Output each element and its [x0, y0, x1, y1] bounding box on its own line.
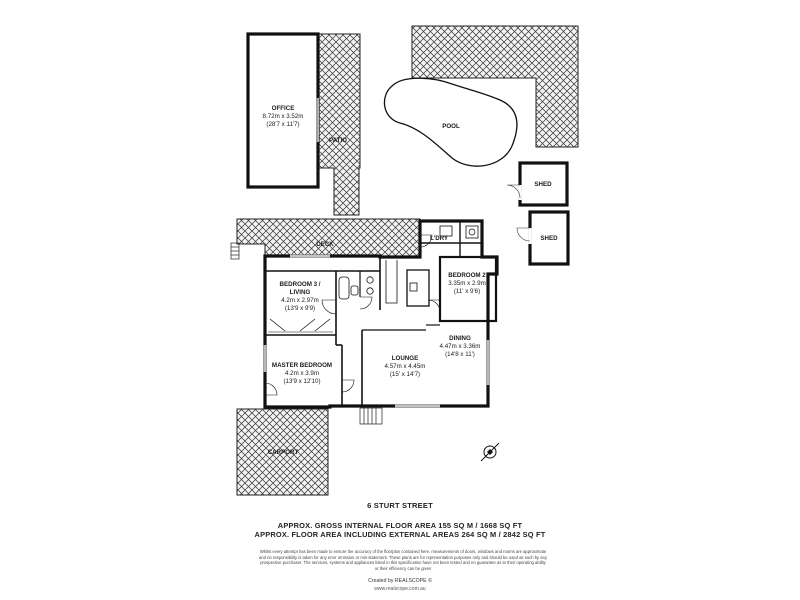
shed-2	[528, 210, 570, 266]
bedroom-2-imperial: (11' x 9'6)	[454, 288, 480, 295]
bedroom-3-label-line2: LIVING	[290, 289, 311, 296]
sheds	[506, 161, 570, 266]
pool-label: POOL	[442, 123, 460, 130]
office-label: OFFICE	[272, 105, 295, 112]
lounge-label: LOUNGE	[392, 355, 418, 362]
dining-imperial: (14'8 x 11')	[445, 351, 475, 358]
dining-metric: 4.47m x 3.36m	[440, 343, 481, 350]
laundry-label: L'DRY	[430, 235, 449, 242]
house	[263, 219, 499, 409]
patio-label: PATIO	[329, 137, 347, 144]
office-metric: 8.72m x 3.52m	[263, 113, 304, 120]
bedroom-2-label: BEDROOM 2	[448, 272, 486, 279]
compass-north-icon	[480, 442, 500, 462]
front-steps	[359, 407, 383, 425]
gross-floor-area: APPROX. GROSS INTERNAL FLOOR AREA 155 SQ…	[277, 521, 523, 530]
bedroom-3-label: BEDROOM 3 /	[280, 281, 321, 288]
carport-area	[236, 408, 329, 496]
disclaimer: Whilst every attempt has been made to en…	[258, 549, 548, 571]
bedroom-3-imperial: (13'9 x 9'9)	[285, 305, 315, 312]
office-room	[246, 32, 320, 189]
office-imperial: (28'7 x 11'7)	[266, 121, 299, 128]
master-bedroom-label: MASTER BEDROOM	[272, 362, 332, 369]
dining-label: DINING	[449, 335, 471, 342]
carport-label: CARPORT	[268, 449, 299, 456]
deck-steps	[230, 242, 240, 260]
master-bedroom-imperial: (13'9 x 12'10)	[283, 378, 320, 385]
shed-1-label: SHED	[534, 181, 552, 188]
credit-url: www.realscope.com.au	[374, 586, 426, 592]
deck-area	[236, 218, 421, 258]
property-address: 6 STURT STREET	[367, 501, 433, 510]
lounge-imperial: (15' x 14'7)	[390, 371, 420, 378]
pool	[383, 77, 518, 167]
credit-line: Created by REALSCOPE ©	[368, 578, 432, 584]
shed-1	[518, 161, 569, 207]
bedroom-2-metric: 3.35m x 2.9m	[448, 280, 486, 287]
lounge-metric: 4.57m x 4.45m	[385, 363, 426, 370]
deck-label: DECK	[316, 241, 334, 248]
master-bedroom-metric: 4.2m x 3.9m	[285, 370, 319, 377]
bedroom-3-metric: 4.2m x 2.97m	[281, 297, 319, 304]
patio-area	[316, 33, 361, 216]
shed-2-label: SHED	[540, 235, 558, 242]
external-floor-area: APPROX. FLOOR AREA INCLUDING EXTERNAL AR…	[254, 530, 546, 539]
outdoor-areas	[236, 25, 579, 496]
room-labels: OFFICE 8.72m x 3.52m (28'7 x 11'7) PATIO…	[263, 105, 559, 456]
